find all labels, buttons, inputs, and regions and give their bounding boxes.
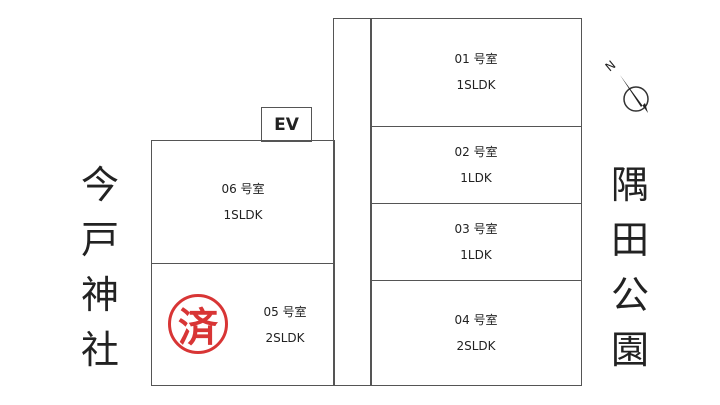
room-type: 2SLDK [265, 330, 305, 345]
char: 園 [610, 328, 649, 372]
right-wing [370, 18, 582, 386]
room-divider [370, 280, 582, 281]
sold-stamp: 済 [168, 294, 228, 354]
room-type: 1LDK [460, 171, 492, 185]
stamp-text: 済 [178, 305, 218, 351]
room-number: 05 号室 [263, 304, 307, 319]
char: 田 [610, 218, 649, 262]
left-landmark-label: 今戸神社 [75, 158, 125, 378]
room-divider [370, 203, 582, 204]
char: 今 [80, 163, 119, 207]
room-number: 04 号室 [454, 313, 498, 327]
room-01[interactable]: 01 号室 1SLDK [370, 18, 582, 126]
room-06[interactable]: 06 号室 1SLDK [151, 140, 335, 263]
room-divider [370, 126, 582, 127]
room-number: 06 号室 [221, 181, 265, 196]
room-number: 03 号室 [454, 222, 498, 236]
room-type: 1SLDK [223, 207, 263, 222]
room-number: 02 号室 [454, 145, 498, 159]
elevator-label: EV [274, 114, 299, 135]
char: 神 [80, 273, 119, 317]
compass-icon: N [598, 55, 668, 125]
room-05[interactable]: 05 号室 2SLDK [240, 264, 330, 385]
room-03[interactable]: 03 号室 1LDK [370, 204, 582, 280]
corridor [333, 18, 372, 386]
elevator [261, 107, 312, 142]
char: 社 [80, 328, 119, 372]
room-type: 1LDK [460, 248, 492, 262]
char: 戸 [80, 218, 119, 262]
room-divider [151, 263, 335, 264]
char: 隅 [610, 163, 649, 207]
room-type: 1SLDK [456, 78, 496, 92]
char: 公 [610, 273, 649, 317]
room-04[interactable]: 04 号室 2SLDK [370, 281, 582, 385]
right-landmark-label: 隅田公園 [605, 158, 655, 378]
room-type: 2SLDK [456, 339, 496, 353]
room-number: 01 号室 [454, 52, 498, 66]
room-02[interactable]: 02 号室 1LDK [370, 127, 582, 203]
